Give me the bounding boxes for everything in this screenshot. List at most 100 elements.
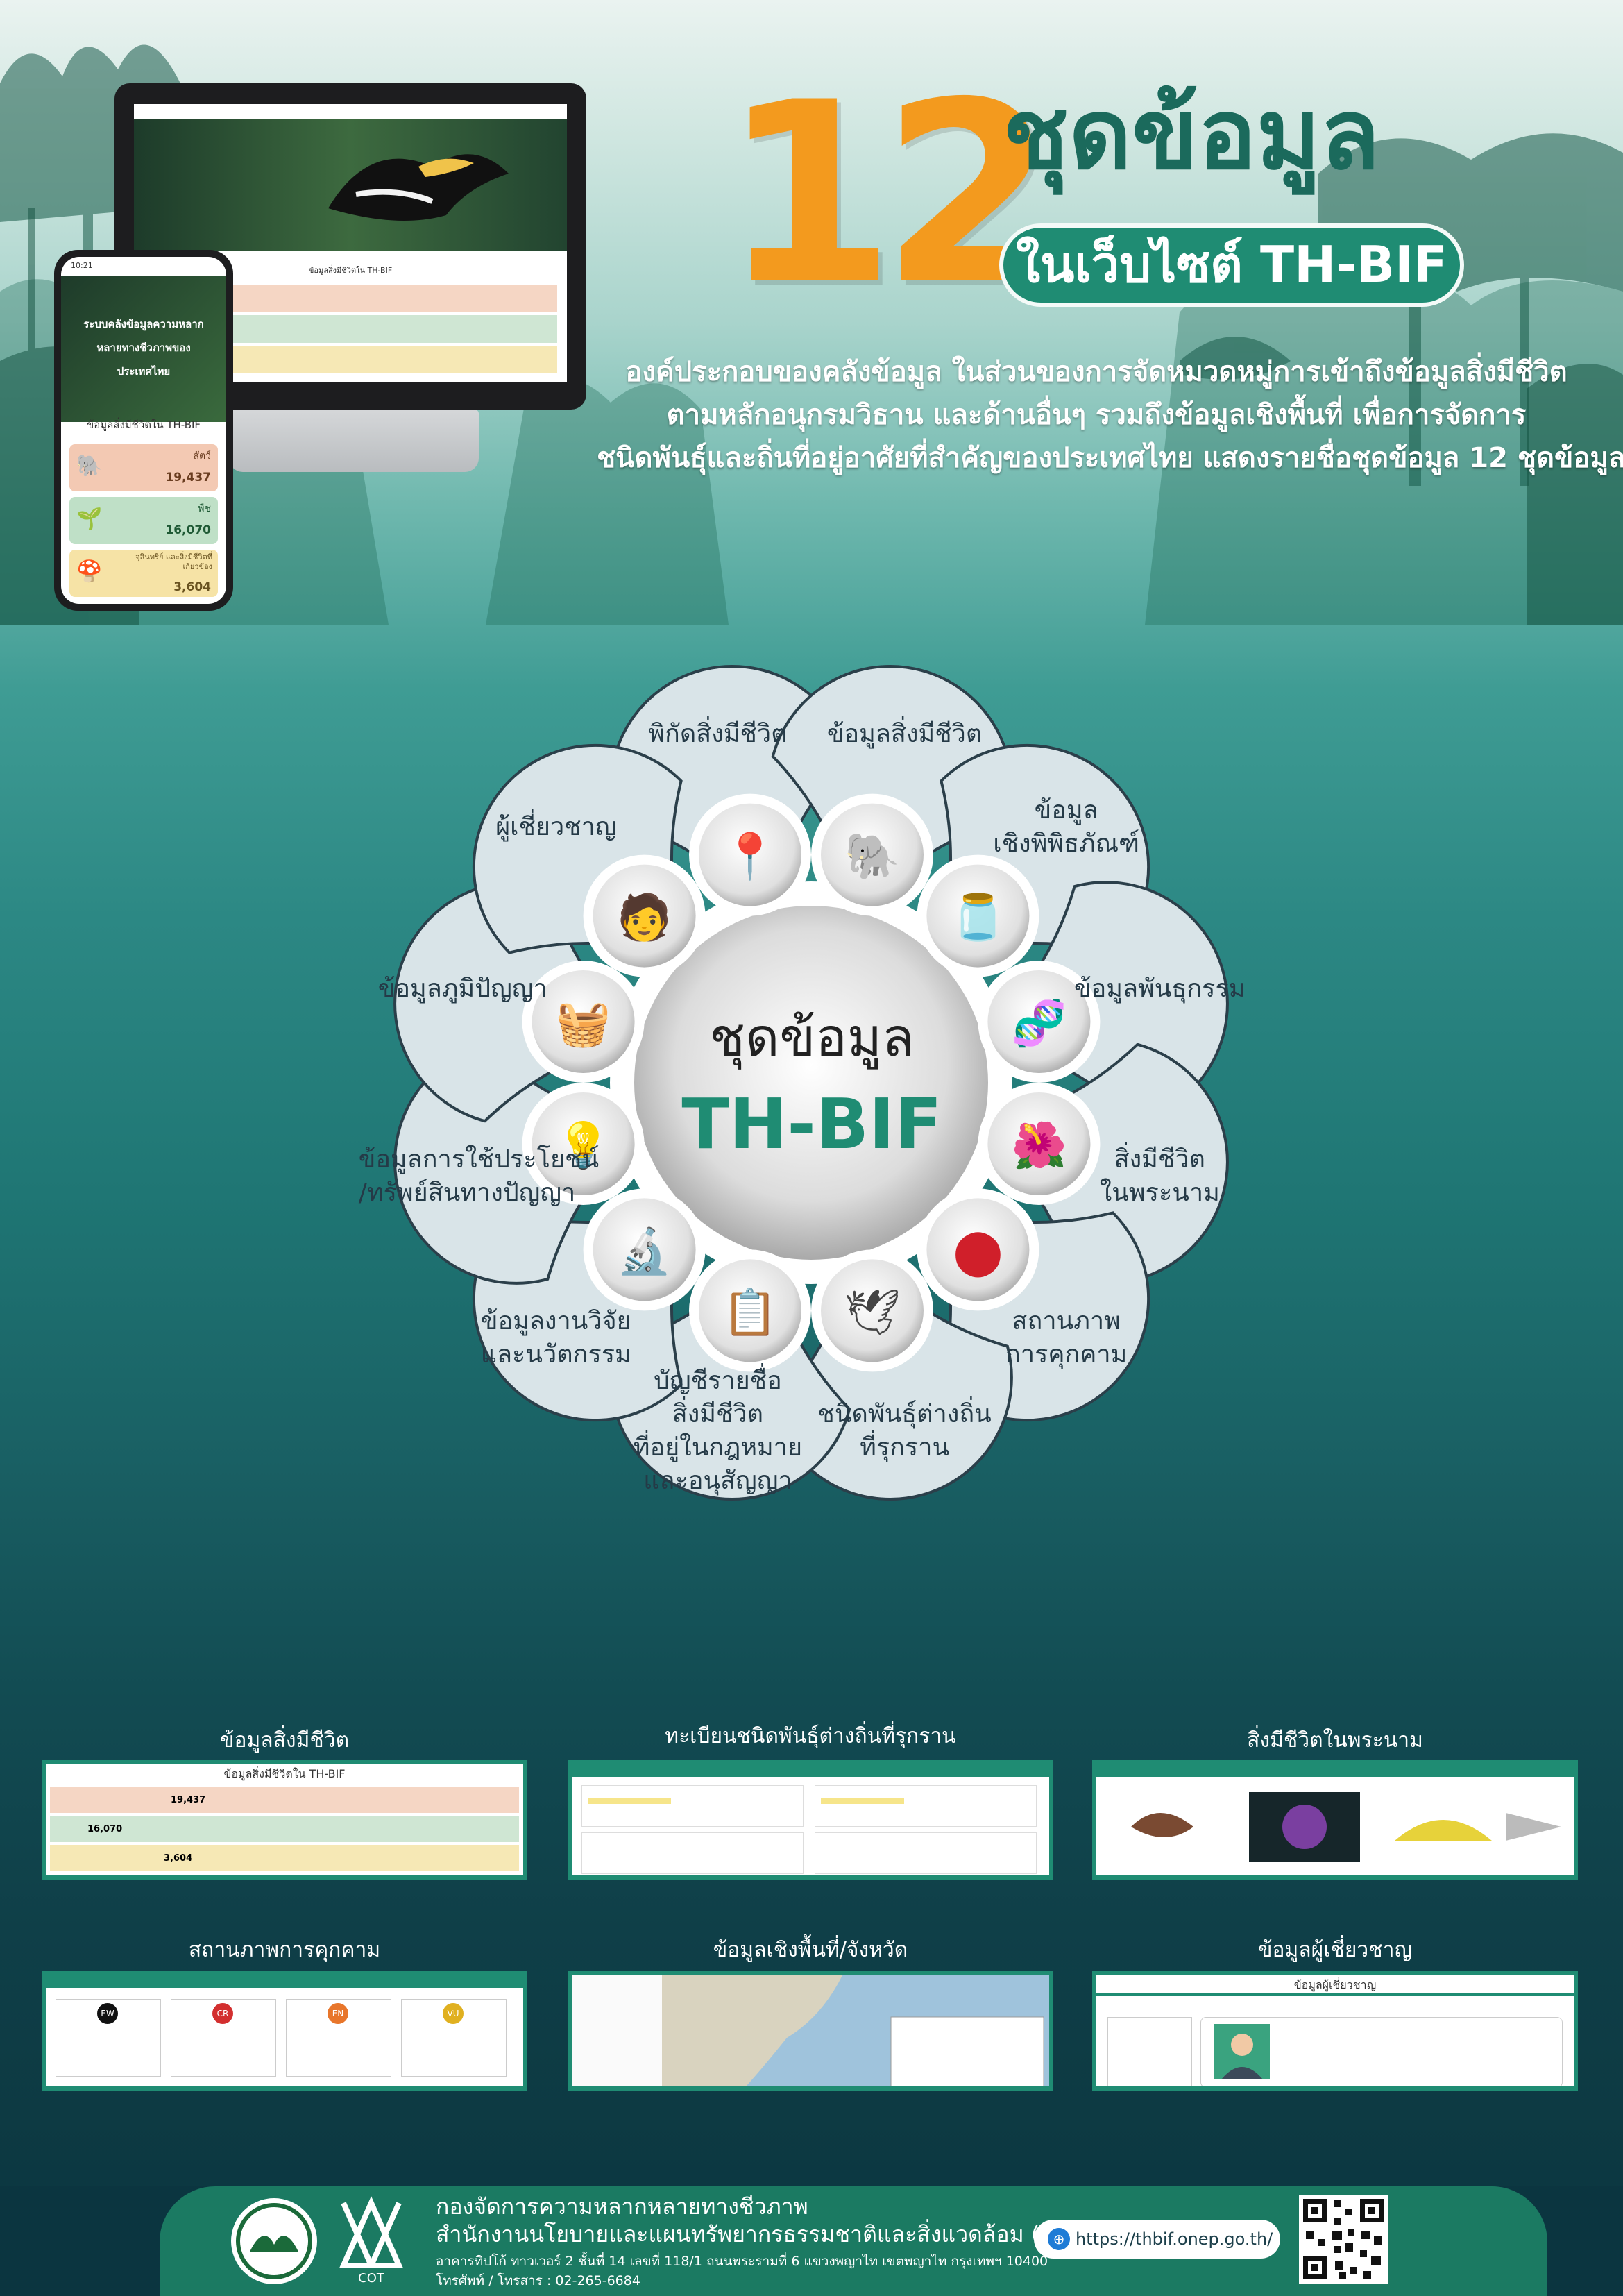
petal-label-line: สิ่งมีชีวิต xyxy=(1114,1145,1205,1174)
basket-icon: 🧺 xyxy=(556,998,611,1049)
petal-label-3: ข้อมูลเชิงพิพิธภัณฑ์ xyxy=(962,794,1171,861)
desktop-stand xyxy=(229,410,479,472)
thumb-threat-status[interactable]: EW CR EN VU xyxy=(42,1971,527,2091)
petal-label-line: พิกัดสิ่งมีชีวิต xyxy=(648,719,788,748)
petal-label-line: เชิงพิพิธภัณฑ์ xyxy=(993,829,1140,859)
icon-disc-11 xyxy=(532,970,635,1074)
checklist-icon: 📋 xyxy=(722,1287,778,1338)
petal-label-line: และนวัตกรรม xyxy=(480,1340,631,1369)
subtitle-pill: ในเว็บไซต์ TH-BIF xyxy=(999,223,1464,307)
petal-label-11: ข้อมูลภูมิปัญญา xyxy=(359,972,567,1006)
thumb-caption-6: ข้อมูลผู้เชี่ยวชาญ xyxy=(1257,1938,1413,1962)
petal-label-line: ในพระนาม xyxy=(1099,1178,1220,1207)
petal-label-10: ข้อมูลการใช้ประโยชน์/ทรัพย์สินทางปัญญา xyxy=(358,1143,600,1210)
footer-phone: โทรศัพท์ / โทรสาร : 02-265-6684 xyxy=(436,2273,640,2288)
cot-logo-icon: COT xyxy=(339,2196,404,2286)
petal-label-4: ข้อมูลพันธุกรรม xyxy=(1055,972,1264,1006)
petal-label-line: บัญชีรายชื่อ xyxy=(654,1367,782,1396)
crown-flower-icon: 🌺 xyxy=(1012,1120,1067,1172)
thumb-caption-2: ทะเบียนชนิดพันธุ์ต่างถิ่นที่รุกราน xyxy=(665,1724,956,1748)
badge-cr: CR xyxy=(212,2003,233,2024)
onep-logo-icon xyxy=(231,2198,317,2284)
seedling-icon: 🌱 xyxy=(76,507,103,531)
badge-vu: VU xyxy=(443,2003,464,2024)
phone-banner: ระบบคลังข้อมูลความหลาก หลายทางชีวภาพของ … xyxy=(83,318,204,378)
icon-disc-1 xyxy=(699,803,802,906)
lightbulb-icon: 💡 xyxy=(556,1120,611,1172)
specimen-jar-icon: 🫙 xyxy=(951,893,1006,944)
icon-disc-6 xyxy=(926,1198,1030,1301)
petal-label-line: ข้อมูลภูมิปัญญา xyxy=(377,974,547,1004)
footer-org-2: สำนักงานนโยบายและแผนทรัพยากรธรรมชาติและส… xyxy=(436,2221,1082,2247)
phone-mockup: 10:21 ระบบคลังข้อมูลความหลาก หลายทางชีวภ… xyxy=(54,250,233,611)
icon-disc-9 xyxy=(593,1198,696,1301)
icon-disc-8 xyxy=(699,1259,802,1362)
thumb-caption-4: สถานภาพการคุกคาม xyxy=(188,1938,381,1962)
petal-label-line: ชนิดพันธุ์ต่างถิ่น xyxy=(817,1400,992,1429)
petal-label-12: ผู้เชี่ยวชาญ xyxy=(452,811,660,844)
center-disc xyxy=(634,906,988,1260)
website-link[interactable]: ⊕ https://thbif.onep.go.th/ xyxy=(1034,2220,1280,2259)
description-line-1: องค์ประกอบของคลังข้อมูล ในส่วนของการจัดห… xyxy=(625,356,1567,388)
petal-label-line: ข้อมูลการใช้ประโยชน์ xyxy=(358,1145,600,1174)
petal-label-line: ข้อมูลงานวิจัย xyxy=(480,1306,631,1335)
petal-label-5: สิ่งมีชีวิตในพระนาม xyxy=(1055,1143,1264,1210)
petal-label-7: ชนิดพันธุ์ต่างถิ่นที่รุกราน xyxy=(801,1398,1009,1464)
red-list-icon: ⬤ xyxy=(953,1226,1003,1277)
icon-disc-10 xyxy=(532,1092,635,1195)
qr-code-icon[interactable] xyxy=(1299,2195,1388,2284)
petal-label-line: สถานภาพ xyxy=(1012,1306,1121,1335)
dna-icon: 🧬 xyxy=(1012,997,1067,1049)
thumb-species-data[interactable]: ข้อมูลสิ่งมีชีวิตใน TH-BIF 19,437 16,070… xyxy=(42,1760,527,1880)
icon-disc-4 xyxy=(987,970,1091,1074)
thumb-royal-species[interactable] xyxy=(1092,1760,1578,1880)
center-subtitle: TH-BIF xyxy=(681,1083,942,1165)
phone-time: 10:21 xyxy=(71,261,93,270)
thumb-caption-1: ข้อมูลสิ่งมีชีวิต xyxy=(219,1728,350,1753)
petal-label-line: ข้อมูลพันธุกรรม xyxy=(1074,974,1246,1004)
globe-icon: ⊕ xyxy=(1048,2228,1070,2250)
petal-label-line: และอนุสัญญา xyxy=(643,1467,792,1496)
svg-text:COT: COT xyxy=(358,2271,385,2286)
phone-stats-title: ข้อมูลสิ่งมีชีวิตใน TH-BIF xyxy=(86,419,201,431)
badge-en: EN xyxy=(328,2003,348,2024)
phone-stat-microbes[interactable]: 🍄 จุลินทรีย์ และสิ่งมีชีวิตที่เกี่ยวข้อง… xyxy=(69,550,218,597)
thumb-invasive-register[interactable] xyxy=(568,1760,1053,1880)
microscope-icon: 🔬 xyxy=(617,1224,672,1277)
thumb-spatial-data[interactable] xyxy=(568,1971,1053,2091)
petal-label-6: สถานภาพการคุกคาม xyxy=(962,1305,1171,1371)
center-title: ชุดข้อมูล xyxy=(709,1006,915,1068)
petal-label-9: ข้อมูลงานวิจัยและนวัตกรรม xyxy=(452,1305,660,1371)
icon-disc-7 xyxy=(820,1259,924,1362)
expert-icon: 🧑 xyxy=(617,891,672,944)
phone-stat-plants[interactable]: 🌱 พืช 16,070 xyxy=(69,497,218,544)
petal-label-line: ผู้เชี่ยวชาญ xyxy=(495,813,617,842)
petal-label-2: ข้อมูลสิ่งมีชีวิต xyxy=(801,718,1009,751)
description-line-3: ชนิดพันธุ์และถิ่นที่อยู่อาศัยที่สำคัญของ… xyxy=(597,442,1623,474)
hornbill-photo xyxy=(328,154,509,221)
description-line-2: ตามหลักอนุกรมวิธาน และด้านอื่นๆ รวมถึงข้… xyxy=(666,399,1527,431)
royal-species-photos xyxy=(1131,1792,1561,1862)
thumb-caption-3: สิ่งมีชีวิตในพระนาม xyxy=(1247,1728,1423,1753)
phone-stat-animals[interactable]: 🐘 สัตว์ 19,437 xyxy=(69,444,218,491)
petal-label-line: ข้อมูลสิ่งมีชีวิต xyxy=(826,719,983,748)
footer-address: อาคารทิปโก้ ทาวเวอร์ 2 ชั้นที่ 14 เลขที่… xyxy=(436,2254,1048,2269)
petal-label-line: ที่รุกราน xyxy=(860,1433,950,1462)
microbe-icon: 🍄 xyxy=(76,559,103,584)
petal-label-line: ที่อยู่ในกฎหมาย xyxy=(633,1433,803,1462)
monitor-stats-title: ข้อมูลสิ่งมีชีวิตใน TH-BIF xyxy=(308,266,393,275)
page-title: ชุดข้อมูล xyxy=(1003,78,1380,192)
icon-disc-2 xyxy=(820,803,924,906)
petal-label-1: พิกัดสิ่งมีชีวิต xyxy=(613,718,822,751)
petal-label-line: สิ่งมีชีวิต xyxy=(672,1400,764,1429)
thumb-expert-data[interactable]: ข้อมูลผู้เชี่ยวชาญ xyxy=(1092,1971,1578,2091)
desktop-screen: ข้อมูลสิ่งมีชีวิตใน TH-BIF xyxy=(134,104,567,382)
dataset-flower-diagram: 📍🐘🫙🧬🌺⬤🕊📋🔬💡🧺🧑 xyxy=(393,665,1229,1501)
thumb-caption-5: ข้อมูลเชิงพื้นที่/จังหวัด xyxy=(713,1938,908,1962)
map-pin-elephant-icon: 📍 xyxy=(722,832,778,883)
petal-label-line: การคุกคาม xyxy=(1005,1340,1128,1369)
big-number-12: 12 xyxy=(722,49,1055,339)
pigeon-icon: 🕊 xyxy=(844,1287,900,1338)
petal-label-8: บัญชีรายชื่อสิ่งมีชีวิตที่อยู่ในกฎหมายแล… xyxy=(613,1365,822,1498)
